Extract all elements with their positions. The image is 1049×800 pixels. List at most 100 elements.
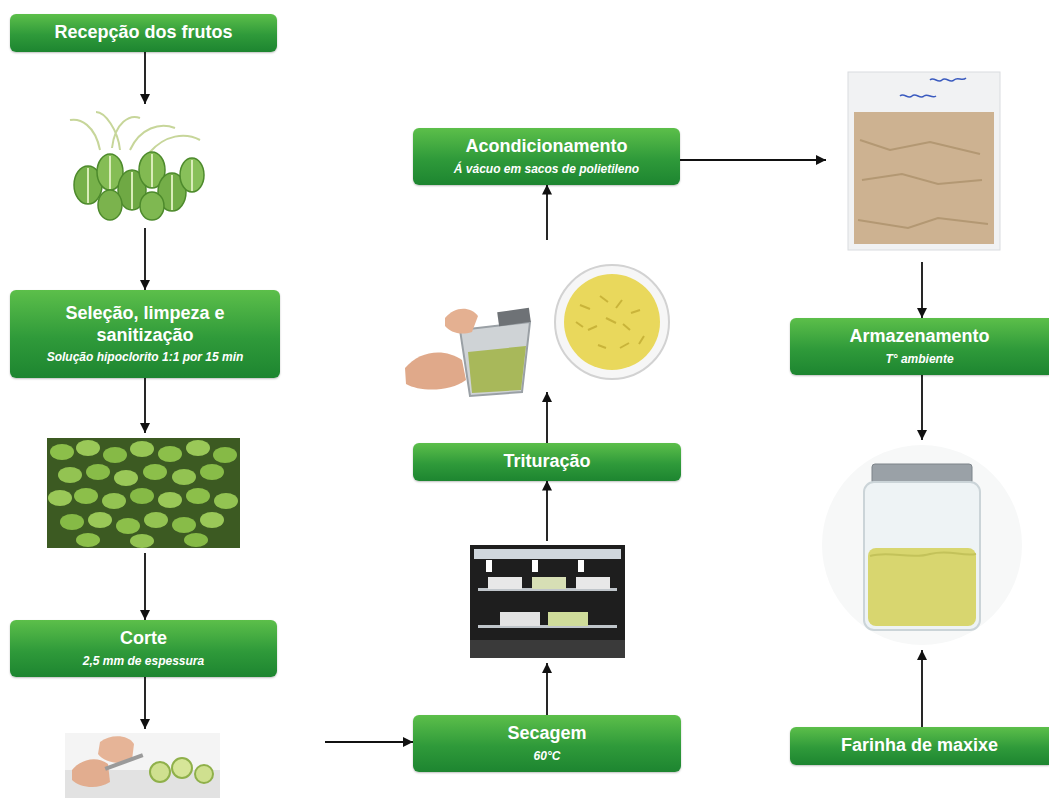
step-detail: Solução hipoclorito 1:1 por 15 min (47, 350, 244, 365)
fruit-photo-part (70, 112, 200, 152)
arrow-head (917, 430, 927, 440)
arrow-head (917, 308, 927, 318)
oven-photo (470, 545, 625, 658)
oven-photo-part (548, 612, 588, 626)
oven-photo-part (488, 577, 522, 589)
step-title: Recepção dos frutos (54, 22, 232, 44)
process-box: Corte2,5 mm de espessura (10, 620, 277, 677)
step-title: Trituração (503, 451, 590, 473)
flour-jar-photo-part (870, 552, 976, 556)
step-title: Seleção, limpeza e sanitização (18, 303, 272, 346)
cutting-photo-part (105, 753, 144, 770)
arrow-line (546, 481, 548, 715)
flow-arrow (542, 185, 552, 443)
arrow-head (140, 280, 150, 290)
arrow-head (542, 481, 552, 491)
heap-photo-part (144, 512, 168, 528)
step-detail: 60°C (534, 749, 561, 764)
step-title: Secagem (507, 723, 586, 745)
cutting-photo-part (65, 733, 220, 798)
heap-photo-part (76, 440, 100, 456)
blender-photo-part (497, 308, 531, 326)
blender-photo-part (468, 346, 526, 393)
oven-photo-part (474, 549, 621, 559)
heap-photo-part (200, 464, 224, 480)
oven-photo-part (576, 577, 610, 589)
arrow-head (403, 737, 413, 747)
flow-arrow (680, 155, 927, 318)
arrow-head (542, 663, 552, 673)
arrow-line (680, 160, 922, 318)
heap-photo-part (102, 493, 126, 509)
vacuum-bag-photo-part (854, 112, 994, 244)
flakes-bowl-photo-part (564, 274, 660, 370)
step-detail: 2,5 mm de espessura (83, 654, 204, 669)
arrow-head (140, 610, 150, 620)
arrow-head (917, 650, 927, 660)
heap-photo-part (48, 490, 72, 506)
heap-photo-part (114, 470, 138, 486)
flour-jar-photo (822, 445, 1022, 645)
flakes-bowl-photo-part (555, 265, 669, 379)
arrow-line (145, 677, 413, 742)
heap-photo-part (47, 438, 240, 548)
cutting-photo-part (72, 759, 110, 787)
heap-photo-part (74, 488, 98, 504)
fruit-photo-part (98, 190, 122, 220)
vacuum-bag-photo (848, 72, 1000, 250)
flow-arrow (542, 481, 552, 715)
arrow-head (542, 185, 552, 195)
step-detail: Á vácuo em sacos de polietileno (454, 162, 639, 177)
heap-photo-part (58, 467, 82, 483)
heap-photo-part (143, 464, 167, 480)
heap-photo (47, 438, 240, 548)
arrow-line (546, 185, 548, 443)
arrow-head (140, 423, 150, 433)
process-box: Secagem 60°C (413, 715, 681, 772)
heap-photo-part (76, 533, 100, 547)
heap-photo-part (88, 512, 112, 528)
flow-arrow (140, 52, 150, 290)
oven-photo-part (532, 560, 538, 572)
arrow-head (542, 392, 552, 402)
heap-photo-part (214, 493, 238, 509)
heap-photo-part (158, 446, 182, 462)
step-detail: T° ambiente (885, 352, 953, 367)
blender-photo (405, 308, 531, 396)
flakes-bowl-photo (555, 265, 669, 379)
heap-photo-part (186, 488, 210, 504)
blender-photo-part (445, 309, 478, 334)
cutting-photo (65, 733, 220, 798)
heap-photo-part (172, 469, 196, 485)
flow-arrow (140, 378, 150, 620)
step-title: Farinha de maxixe (841, 735, 998, 757)
heap-photo-part (50, 444, 74, 460)
heap-photo-part (86, 464, 110, 480)
arrow-head (140, 94, 150, 104)
blender-photo-part (460, 322, 530, 396)
heap-photo-part (116, 518, 140, 534)
heap-photo-part (130, 441, 154, 457)
oven-photo-part (500, 612, 540, 626)
cutting-photo-part (195, 765, 213, 783)
cutting-photo-part (172, 758, 192, 778)
process-box: Seleção, limpeza e sanitizaçãoSolução hi… (10, 290, 280, 378)
blender-photo-part (405, 352, 466, 389)
arrow-line (144, 52, 146, 290)
heap-photo-part (60, 514, 84, 530)
flour-jar-photo-part (868, 548, 976, 626)
heap-photo-part (213, 447, 237, 463)
process-box: Acondicionamento Á vácuo em sacos de poli… (413, 128, 680, 185)
process-box: Trituração (413, 443, 681, 481)
heap-photo-part (200, 512, 224, 528)
oven-photo-part (470, 640, 625, 658)
heap-photo-part (184, 533, 208, 547)
step-title: Acondicionamento (465, 136, 627, 158)
oven-photo-part (578, 560, 584, 572)
arrow-head (816, 155, 826, 165)
arrow-head (140, 719, 150, 729)
flakes-bowl-photo-part (576, 296, 644, 348)
heap-photo-part (130, 488, 154, 504)
